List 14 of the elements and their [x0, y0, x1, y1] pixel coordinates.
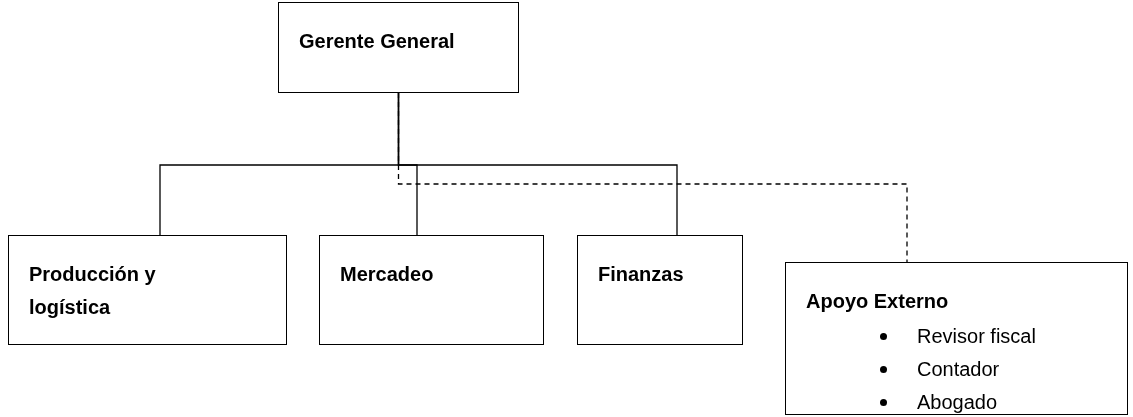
list-item: Abogado	[917, 390, 998, 415]
org-box	[785, 262, 1128, 415]
org-box	[319, 235, 544, 345]
box-title: Producción y logística	[29, 262, 157, 320]
box-title: Apoyo Externo	[806, 289, 950, 314]
org-box	[577, 235, 743, 345]
list-item: Contador	[917, 357, 1000, 382]
box-title: Gerente General	[299, 29, 456, 54]
connector-line	[397, 92, 678, 236]
box-title: Mercadeo	[340, 262, 435, 287]
org-box	[8, 235, 287, 345]
box-title: Finanzas	[598, 262, 685, 287]
org-box	[278, 2, 519, 93]
list-item: Revisor fiscal	[917, 324, 1036, 349]
